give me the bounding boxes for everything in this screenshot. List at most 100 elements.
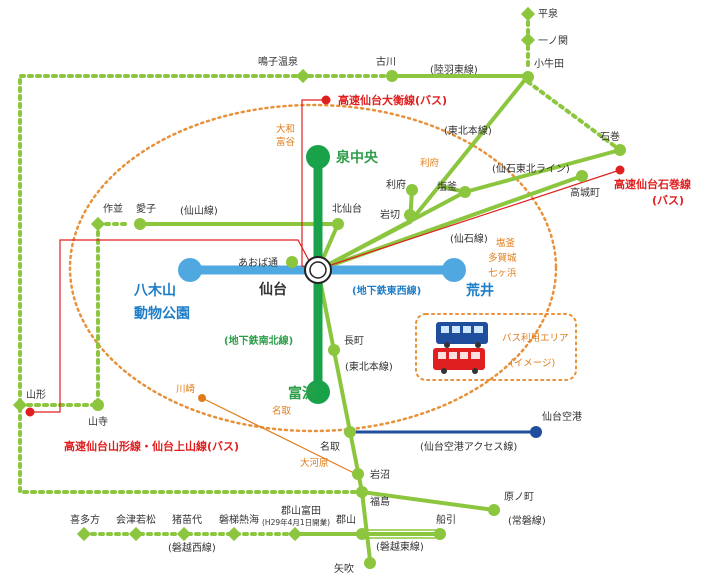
station-ishinomaki bbox=[614, 144, 626, 156]
station-narugo bbox=[295, 68, 311, 84]
label-funehiki: 船引 bbox=[436, 513, 456, 526]
label-fukushima: 福島 bbox=[370, 495, 390, 508]
line-senseki-tohoku: (仙石東北ライン) bbox=[492, 162, 570, 175]
label-aizuwakamatsu: 会津若松 bbox=[116, 513, 156, 526]
busstop-natori-label: 名取 bbox=[272, 405, 292, 417]
station-aobadori bbox=[286, 256, 298, 268]
label-koriyama: 郡山 bbox=[336, 514, 356, 526]
station-kogota bbox=[522, 71, 534, 83]
line-labels: (陸羽東線) (東北本線) (仙石東北ライン) (仙石線) (仙山線) (地下鉄… bbox=[168, 63, 570, 554]
station-iwanuma bbox=[352, 468, 364, 480]
label-koriyama-tomita-note: (H29年4月1日開業) bbox=[262, 517, 330, 527]
bus-labels: 高速仙台大衡線(バス) 高速仙台石巻線 (バス) 高速仙台山形線・仙台上山線(バ… bbox=[64, 93, 691, 453]
station-takagimachi bbox=[576, 170, 588, 182]
station-yagiyama bbox=[178, 258, 202, 282]
label-izumichuo: 泉中央 bbox=[336, 149, 379, 166]
station-rifu bbox=[406, 184, 418, 196]
bus-ishinomaki-label: 高速仙台石巻線 bbox=[614, 177, 691, 191]
line-rikuu-east: (陸羽東線) bbox=[430, 63, 478, 76]
station-iwakiri bbox=[404, 209, 416, 221]
label-tomizawa: 富沢 bbox=[288, 385, 317, 402]
label-haranomachi: 原ノ町 bbox=[504, 491, 534, 503]
label-aobadori: あおば通 bbox=[238, 257, 278, 269]
label-yabuki: 矢吹 bbox=[334, 562, 354, 575]
station-inawashiro bbox=[176, 526, 192, 542]
label-ishinomaki: 石巻 bbox=[600, 131, 620, 143]
label-yamagata: 山形 bbox=[26, 389, 46, 401]
line-joban: (常磐線) bbox=[508, 514, 546, 527]
label-arai: 荒井 bbox=[465, 282, 494, 299]
label-ayashi: 愛子 bbox=[136, 202, 156, 215]
busstop-kawasaki-label: 川崎 bbox=[176, 383, 196, 395]
line-tohoku-south: (東北本線) bbox=[345, 360, 393, 373]
label-sendai-airport: 仙台空港 bbox=[542, 410, 582, 423]
station-funehiki bbox=[434, 528, 446, 540]
label-koriyama-tomita: 郡山富田 bbox=[281, 504, 321, 517]
station-labels: 平泉 一ノ関 小牛田 古川 鳴子温泉 石巻 高城町 塩釜 利府 岩切 北仙台 作… bbox=[26, 7, 620, 575]
station-bandai-atami bbox=[226, 526, 242, 542]
line-namboku: (地下鉄南北線) bbox=[224, 334, 293, 347]
label-bandai-atami: 磐梯熱海 bbox=[219, 513, 259, 526]
station-kitasendai bbox=[332, 218, 344, 230]
station-haranomachi bbox=[488, 504, 500, 516]
busstop-ishinomaki bbox=[615, 165, 625, 175]
station-sendai-inner bbox=[309, 261, 327, 279]
station-ayashi bbox=[134, 218, 146, 230]
busstop-owa: 大和 bbox=[276, 123, 295, 135]
station-fukushima bbox=[356, 486, 368, 498]
busstop-tomiya: 富谷 bbox=[276, 136, 296, 148]
station-yabuki bbox=[364, 557, 376, 569]
station-nagamachi bbox=[328, 344, 340, 356]
line-tozai: (地下鉄東西線) bbox=[352, 284, 421, 297]
label-yamadera: 山寺 bbox=[88, 416, 108, 428]
station-tomizawa bbox=[306, 380, 330, 404]
label-yagiyama-1: 八木山 bbox=[133, 282, 176, 299]
busstop-yamagata bbox=[25, 407, 35, 417]
busstop-shichigahama: 七ヶ浜 bbox=[488, 268, 517, 279]
station-izumichuo bbox=[306, 145, 330, 169]
label-sakunami: 作並 bbox=[103, 202, 123, 215]
station-arai bbox=[442, 258, 466, 282]
busstop-shiogama: 塩釜 bbox=[496, 237, 516, 249]
busstop-okawara-label: 大河原 bbox=[300, 457, 329, 469]
busstop-labels: 大和 富谷 利府 塩釜 多賀城 七ヶ浜 川崎 名取 大河原 bbox=[176, 123, 517, 469]
kawasaki-bus bbox=[201, 397, 357, 475]
label-inawashiro: 猪苗代 bbox=[172, 514, 202, 526]
station-yamagata bbox=[12, 397, 28, 413]
busstop-rifu: 利府 bbox=[420, 157, 440, 169]
label-furukawa: 古川 bbox=[376, 55, 396, 68]
busstop-kawasaki bbox=[198, 394, 206, 402]
line-banetsu-west: (磐越西線) bbox=[168, 541, 216, 554]
station-shiogama bbox=[459, 186, 471, 198]
station-hiraizumi bbox=[520, 6, 536, 22]
label-hiraizumi: 平泉 bbox=[538, 7, 558, 20]
line-tohoku-north: (東北本線) bbox=[444, 124, 492, 137]
label-kogota: 小牛田 bbox=[534, 57, 564, 70]
station-furukawa bbox=[386, 70, 398, 82]
busstop-osato bbox=[321, 95, 331, 105]
station-sendai-airport bbox=[530, 426, 542, 438]
line-senzan: (仙山線) bbox=[180, 204, 218, 217]
bus-osato-label: 高速仙台大衡線(バス) bbox=[338, 93, 447, 107]
label-kitasendai: 北仙台 bbox=[332, 202, 362, 215]
banetsu-east-double bbox=[362, 529, 440, 539]
station-kitakata bbox=[76, 526, 92, 542]
label-rifu: 利府 bbox=[386, 178, 406, 191]
station-ichinoseki bbox=[520, 32, 536, 48]
jr-lines bbox=[138, 74, 622, 562]
line-banetsu-east: (磐越東線) bbox=[376, 540, 424, 553]
label-iwanuma: 岩沼 bbox=[370, 468, 390, 481]
busstop-tagajo: 多賀城 bbox=[488, 252, 517, 264]
station-koriyama bbox=[356, 528, 368, 540]
bus-icon-blue bbox=[436, 322, 488, 348]
bus-icon-red bbox=[433, 348, 485, 374]
stations bbox=[12, 6, 626, 569]
label-yagiyama-2: 動物公園 bbox=[134, 305, 190, 322]
label-ichinoseki: 一ノ関 bbox=[538, 35, 568, 47]
station-sendai-ring bbox=[304, 256, 332, 284]
station-koriyama-tomita bbox=[287, 526, 303, 542]
legend-bus-area: バス利用エリア bbox=[502, 332, 569, 344]
label-sendai: 仙台 bbox=[259, 281, 287, 298]
